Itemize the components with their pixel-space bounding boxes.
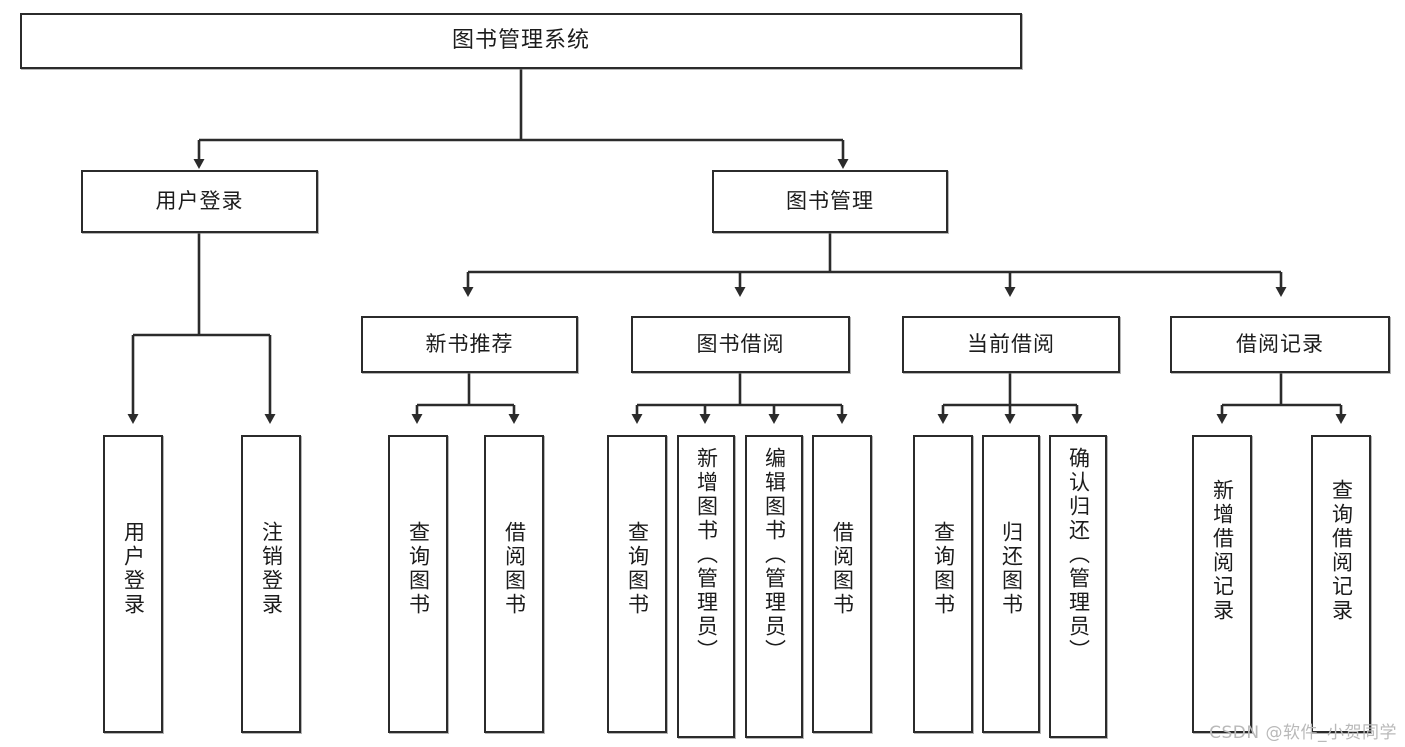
node-book-manage[interactable]: 图书管理 <box>712 170 948 233</box>
node-leaf-query-book-borrow[interactable]: 查询图书 <box>607 435 667 733</box>
node-label: 新增图书（管理员） <box>694 447 719 663</box>
node-leaf-add-borrow-record[interactable]: 新增借阅记录 <box>1192 435 1252 733</box>
node-leaf-return-book[interactable]: 归还图书 <box>982 435 1040 733</box>
node-label: 当前借阅 <box>967 332 1055 357</box>
node-leaf-query-book-current[interactable]: 查询图书 <box>913 435 973 733</box>
node-label: 图书管理系统 <box>451 28 590 54</box>
node-current-borrow[interactable]: 当前借阅 <box>902 316 1120 373</box>
node-label: 借阅图书 <box>502 521 527 617</box>
node-root-system[interactable]: 图书管理系统 <box>20 13 1022 69</box>
node-leaf-query-book-rec[interactable]: 查询图书 <box>388 435 448 733</box>
node-borrow-record[interactable]: 借阅记录 <box>1170 316 1390 373</box>
node-label: 查询图书 <box>931 521 956 617</box>
node-label: 借阅记录 <box>1236 332 1324 357</box>
node-label: 查询借阅记录 <box>1329 479 1354 623</box>
node-label: 编辑图书（管理员） <box>762 447 787 663</box>
node-label: 新书推荐 <box>425 332 514 357</box>
node-label: 用户登录 <box>121 521 146 617</box>
node-leaf-edit-book[interactable]: 编辑图书（管理员） <box>745 435 803 738</box>
node-book-borrow[interactable]: 图书借阅 <box>631 316 850 373</box>
node-label: 新增借阅记录 <box>1210 479 1235 623</box>
node-label: 借阅图书 <box>830 521 855 617</box>
node-label: 用户登录 <box>155 189 244 214</box>
watermark-text: CSDN @软件_小贺同学 <box>1209 723 1397 743</box>
node-label: 图书借阅 <box>696 332 785 357</box>
node-new-book-recommend[interactable]: 新书推荐 <box>361 316 578 373</box>
node-label: 确认归还（管理员） <box>1066 447 1091 663</box>
node-label: 图书管理 <box>786 189 874 214</box>
node-label: 查询图书 <box>406 521 431 617</box>
node-leaf-add-book[interactable]: 新增图书（管理员） <box>677 435 735 738</box>
node-leaf-logout[interactable]: 注销登录 <box>241 435 301 733</box>
node-label: 归还图书 <box>999 521 1024 617</box>
node-label: 注销登录 <box>259 521 284 617</box>
node-label: 查询图书 <box>625 521 650 617</box>
node-leaf-query-borrow-record[interactable]: 查询借阅记录 <box>1311 435 1371 733</box>
node-leaf-confirm-return[interactable]: 确认归还（管理员） <box>1049 435 1107 738</box>
node-leaf-borrow-book-rec[interactable]: 借阅图书 <box>484 435 544 733</box>
node-user-login[interactable]: 用户登录 <box>81 170 318 233</box>
node-leaf-user-login[interactable]: 用户登录 <box>103 435 163 733</box>
node-leaf-borrow-book[interactable]: 借阅图书 <box>812 435 872 733</box>
